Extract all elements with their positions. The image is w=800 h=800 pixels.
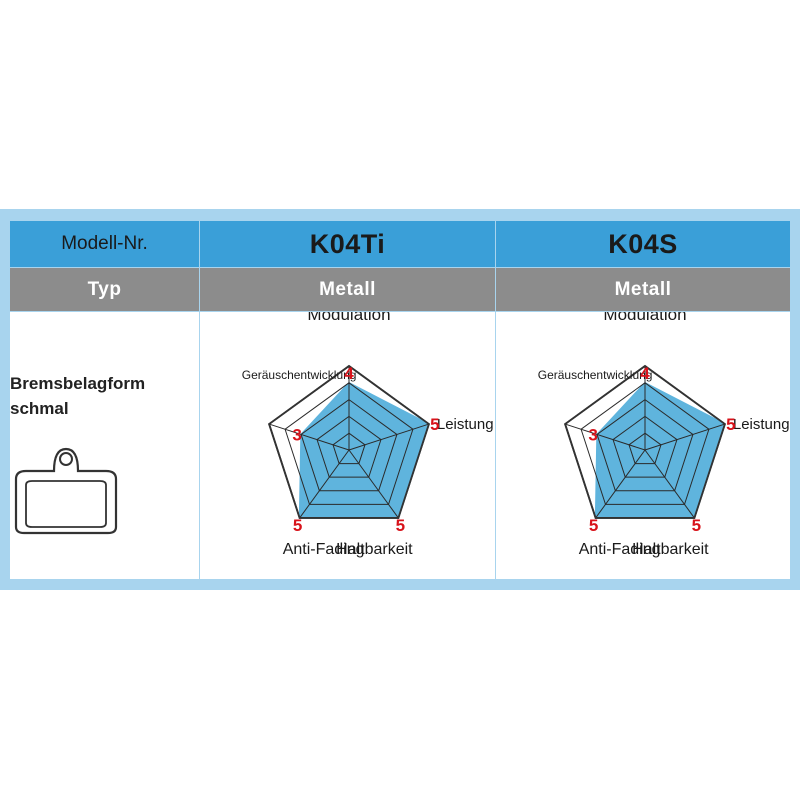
radar-spoke (644, 449, 695, 519)
radar-spoke (564, 423, 646, 451)
pad-form-sublabel: schmal (10, 398, 69, 418)
radar-grid-ring (316, 415, 382, 478)
pad-form-label: Bremsbelagform (10, 373, 146, 393)
value-label-gerauschentwicklung: 3 (292, 425, 301, 444)
axis-label-anti-fading: Anti-Fading (283, 541, 365, 558)
value-label-leistung: 5 (430, 415, 439, 434)
value-label-leistung: 5 (726, 415, 735, 434)
radar-grid-ring (332, 432, 366, 465)
comparison-table: Modell-Nr. K04Ti K04S Typ Metall Metall … (0, 209, 800, 590)
radar-chart-k04ti: ModulationLeistungHaltbarkeitAnti-Fading… (242, 312, 494, 558)
value-label-anti-fading: 5 (293, 516, 302, 535)
radar-spoke (348, 423, 430, 451)
radar-spoke (595, 449, 646, 519)
type-value-k04s: Metall (496, 268, 790, 311)
type-row: Typ Metall Metall (10, 268, 790, 311)
type-value-k04ti: Metall (200, 268, 495, 311)
brake-pad-icon (14, 447, 118, 534)
axis-label-anti-fading: Anti-Fading (579, 541, 661, 558)
value-label-gerauschentwicklung: 3 (588, 425, 597, 444)
axis-label-modulation: Modulation (603, 312, 686, 324)
radar-grid-ring (300, 398, 398, 492)
axis-label-leistung: Leistung (437, 416, 494, 433)
radar-spoke (268, 423, 350, 451)
value-label-haltbarkeit: 5 (692, 516, 701, 535)
radar-chart-k04s: ModulationLeistungHaltbarkeitAnti-Fading… (538, 312, 790, 558)
model-name-k04s: K04S (496, 221, 790, 267)
model-number-label: Modell-Nr. (10, 221, 199, 267)
type-label: Typ (10, 268, 199, 311)
axis-label-haltbarkeit: Haltbarkeit (632, 541, 709, 558)
radar-spoke (644, 423, 726, 451)
pad-form-cell: Bremsbelagform schmal (10, 312, 199, 579)
value-label-anti-fading: 5 (589, 516, 598, 535)
radar-spoke (348, 449, 399, 519)
radar-grid-ring (612, 415, 678, 478)
radar-outer-border (268, 364, 430, 519)
axis-label-modulation: Modulation (307, 312, 390, 324)
header-row: Modell-Nr. K04Ti K04S (10, 221, 790, 267)
value-label-haltbarkeit: 5 (396, 516, 405, 535)
radar-grid-ring (284, 382, 414, 505)
model-name-k04ti: K04Ti (200, 221, 495, 267)
radar-grid-ring (628, 432, 662, 465)
radar-outer-border (564, 364, 726, 519)
radar-spoke (299, 449, 350, 519)
axis-label-gerauschentwicklung: Geräuschentwicklung (538, 368, 653, 382)
axis-label-haltbarkeit: Haltbarkeit (336, 541, 413, 558)
value-label-modulation: 4 (344, 364, 354, 383)
value-label-modulation: 4 (640, 364, 650, 383)
radar-grid-ring (596, 398, 694, 492)
radar-grid-ring (580, 382, 710, 505)
axis-label-gerauschentwicklung: Geräuschentwicklung (242, 368, 357, 382)
axis-label-leistung: Leistung (733, 416, 790, 433)
